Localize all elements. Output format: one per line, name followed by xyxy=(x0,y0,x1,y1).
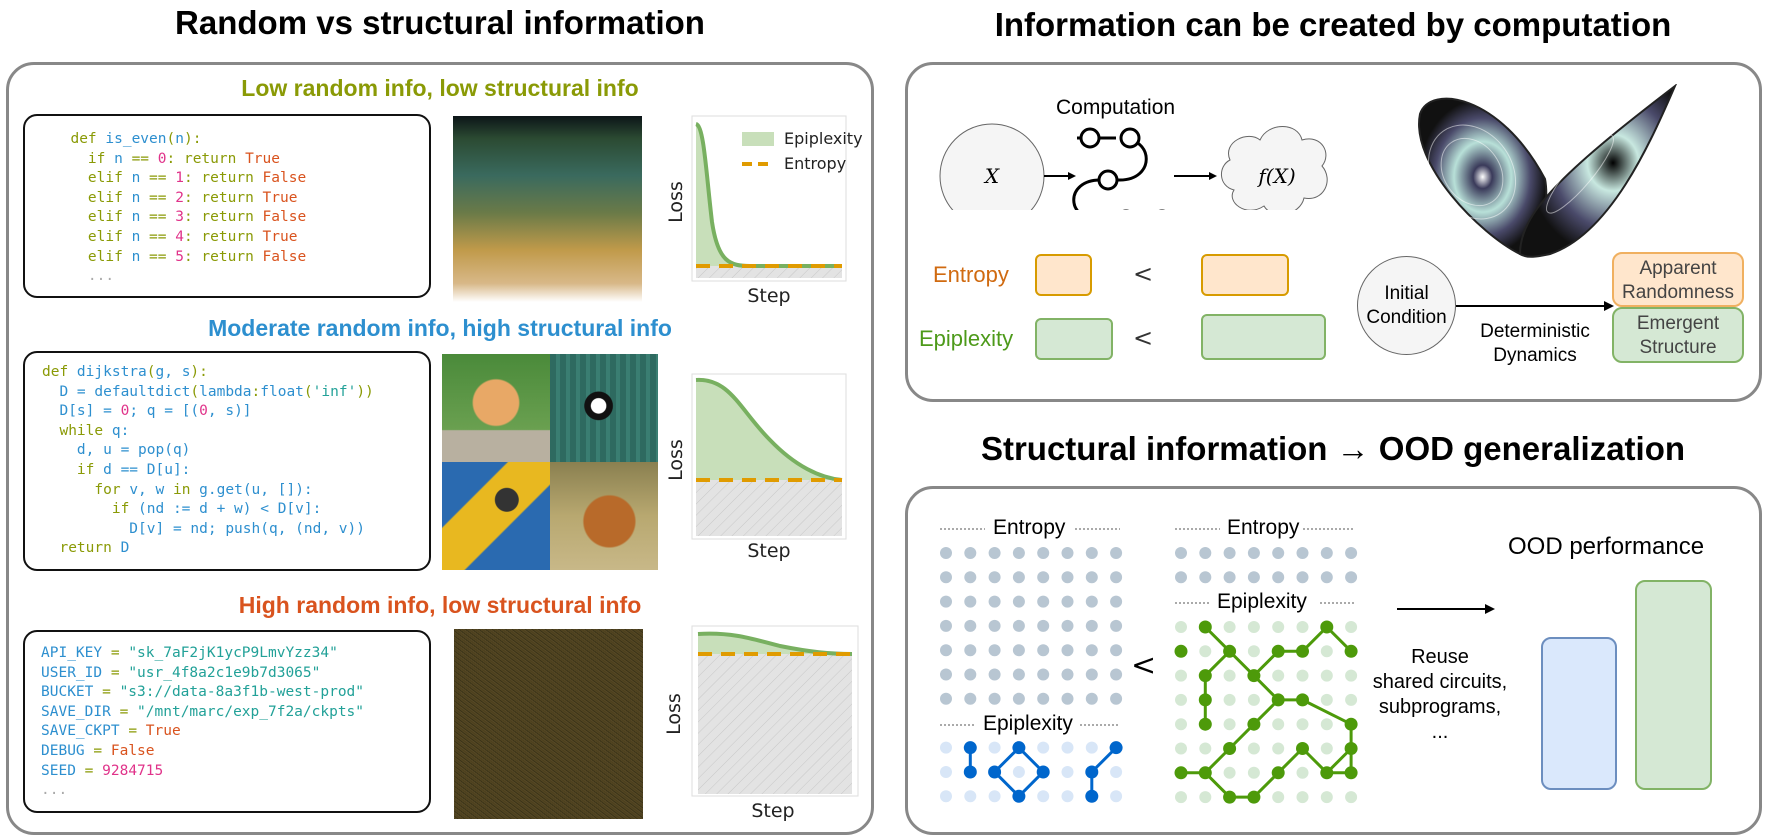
reuse-arrow xyxy=(1397,604,1495,614)
computation-graph-icon xyxy=(1072,127,1166,210)
code-line: BUCKET = "s3://data-8a3f1b-west-prod" xyxy=(41,684,365,701)
output-fx-label: f(X) xyxy=(1256,164,1295,188)
kitten-tile xyxy=(442,354,550,462)
grid1-entropy-label: Entropy xyxy=(991,516,1068,540)
dynamics-arrow xyxy=(1456,301,1614,311)
ood-bar-green xyxy=(1635,580,1712,790)
legend-epiplexity: Epiplexity xyxy=(784,129,863,148)
code-line: ... xyxy=(41,782,68,799)
row2-code: def dijkstra(g, s): D = defaultdict(lamb… xyxy=(23,351,431,571)
code-line: if (nd := d + w) < D[v]: xyxy=(42,501,322,518)
code-line: API_KEY = "sk_7aF2jK1ycP9LmvYzz34" xyxy=(41,645,338,661)
legend-entropy: Entropy xyxy=(784,154,846,173)
svg-text:Step: Step xyxy=(751,800,794,822)
epiplexity-row-label: Epiplexity xyxy=(919,326,1014,351)
code-line: elif n == 2: return True xyxy=(53,189,298,206)
row1-code: def is_even(n): if n == 0: return True e… xyxy=(23,114,431,298)
ood-bar-blue xyxy=(1541,637,1617,790)
code-line: d, u = pop(q) xyxy=(42,442,191,459)
entropy-input-box xyxy=(1035,254,1092,296)
code-line: elif n == 3: return False xyxy=(53,209,307,226)
row2-loss-chart: Loss Step xyxy=(665,373,847,562)
code-line: elif n == 1: return False xyxy=(53,170,307,187)
code-line: elif n == 5: return False xyxy=(53,248,307,265)
epiplexity-grids xyxy=(940,528,1358,804)
computation-diagram: X f(X) xyxy=(939,123,1328,210)
code-line: D = defaultdict(lambda:float('inf')) xyxy=(42,383,374,400)
grid1-epiplexity-label: Epiplexity xyxy=(981,712,1075,736)
computation-label: Computation xyxy=(1056,96,1176,119)
code-line: elif n == 4: return True xyxy=(53,228,298,245)
random-noise-image xyxy=(454,629,643,819)
highland-cow-tile xyxy=(550,462,658,570)
code-line: DEBUG = False xyxy=(41,742,155,759)
code-line: while q: xyxy=(42,422,130,439)
bottom-right-title: Structural information → OOD generalizat… xyxy=(980,430,1686,467)
row1-loss-chart: Epiplexity Entropy Loss Step xyxy=(665,115,863,307)
smooth-gradient-image xyxy=(453,116,642,302)
code-line: SAVE_CKPT = True xyxy=(41,723,181,740)
svg-text:Loss: Loss xyxy=(665,181,687,223)
code-line: ... xyxy=(53,268,115,285)
code-line: D[s] = 0; q = [(0, s)] xyxy=(42,403,252,420)
code-line: USER_ID = "usr_4f8a2c1e9b7d3065" xyxy=(41,664,321,681)
entropy-row-label: Entropy xyxy=(933,262,1009,287)
ood-performance-label: OOD performance xyxy=(1508,533,1705,560)
grid2-entropy-label: Entropy xyxy=(1225,516,1302,540)
grids-less-than: < xyxy=(1131,648,1157,683)
epiplexity-less-than: < xyxy=(1133,324,1154,352)
code-line: if n == 0: return True xyxy=(53,150,280,167)
lorenz-attractor-image xyxy=(1418,84,1677,258)
svg-text:Step: Step xyxy=(747,540,790,562)
svg-text:Loss: Loss xyxy=(665,439,687,481)
entropy-output-box xyxy=(1201,254,1289,296)
epiplexity-input-box xyxy=(1035,318,1113,360)
code-line: return D xyxy=(42,540,130,557)
code-line: for v, w in g.get(u, []): xyxy=(42,481,313,498)
svg-text:Step: Step xyxy=(747,285,790,307)
macaw-tile xyxy=(442,462,550,570)
code-line: SAVE_DIR = "/mnt/marc/exp_7f2a/ckpts" xyxy=(41,703,365,720)
code-line: D[v] = nd; push(q, (nd, v)) xyxy=(42,520,366,537)
code-line: def is_even(n): xyxy=(53,131,202,147)
grid2-epiplexity-label: Epiplexity xyxy=(1215,590,1309,614)
code-line: def dijkstra(g, s): xyxy=(42,364,208,380)
entropy-less-than: < xyxy=(1133,260,1154,288)
input-x-label: X xyxy=(983,164,1000,188)
bottom-right-panel xyxy=(905,486,1762,835)
top-right-title: Information can be created by computatio… xyxy=(994,6,1672,43)
animal-collage-image xyxy=(442,354,658,570)
panda-tile xyxy=(550,354,658,462)
code-line: if d == D[u]: xyxy=(42,461,191,478)
row3-loss-chart: Loss Step xyxy=(663,625,859,822)
row2-heading: Moderate random info, high structural in… xyxy=(208,315,672,341)
svg-text:Loss: Loss xyxy=(663,693,685,735)
row3-heading: High random info, low structural info xyxy=(238,592,642,618)
initial-condition-node xyxy=(1357,256,1456,355)
epiplexity-output-box xyxy=(1201,314,1326,360)
row3-code: API_KEY = "sk_7aF2jK1ycP9LmvYzz34" USER_I… xyxy=(23,630,431,813)
code-line: SEED = 9284715 xyxy=(41,762,164,779)
row1-heading: Low random info, low structural info xyxy=(241,75,639,101)
left-section-title: Random vs structural information xyxy=(175,4,705,41)
